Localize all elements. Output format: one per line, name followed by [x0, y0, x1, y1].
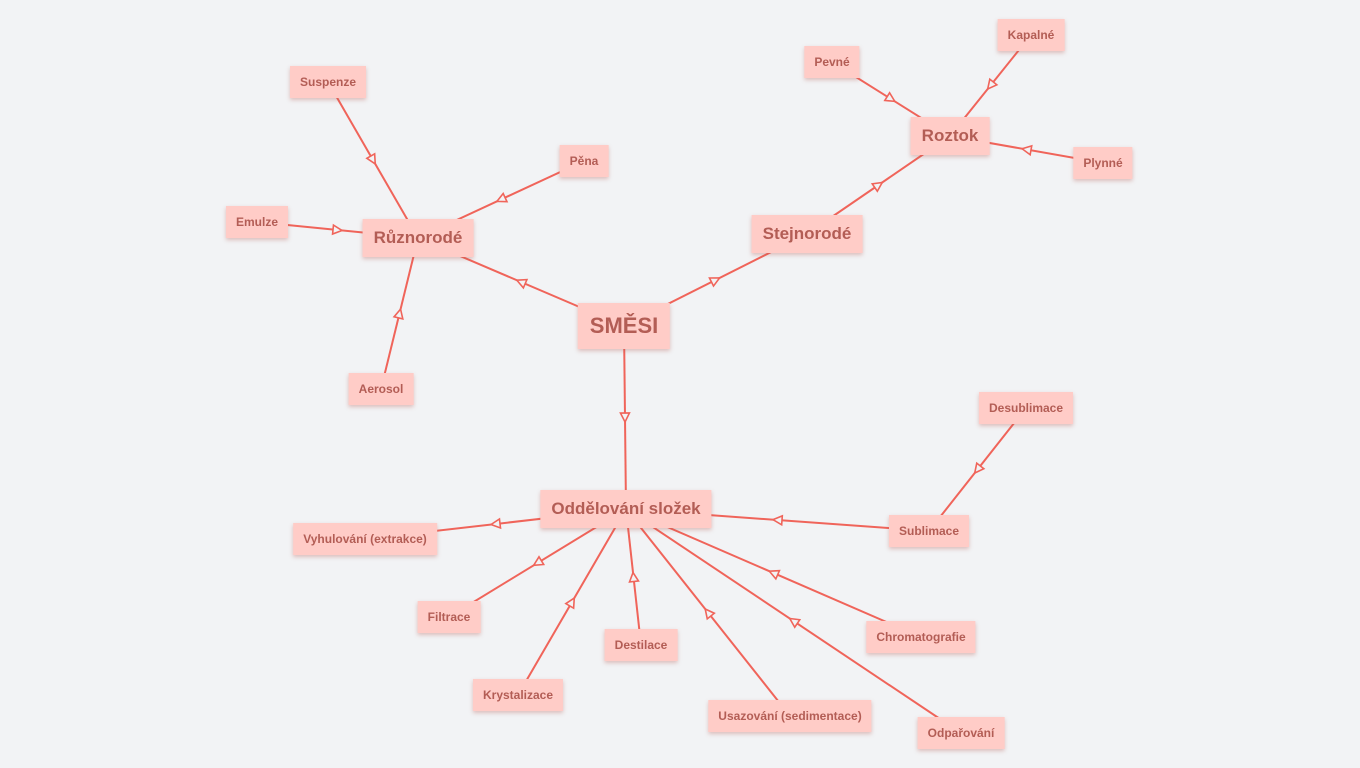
node-pena[interactable]: Pěna: [559, 145, 609, 177]
arrowhead-desublimace-sublimace: [973, 461, 986, 475]
node-pevne[interactable]: Pevné: [804, 46, 860, 78]
arrowhead-aerosol-ruznorode: [392, 307, 404, 321]
arrowhead-kapalne-roztok: [986, 77, 999, 91]
node-destilace[interactable]: Destilace: [604, 629, 678, 661]
node-aerosol[interactable]: Aerosol: [348, 373, 414, 405]
arrowhead-sublimace-oddelovani: [771, 514, 784, 527]
arrowhead-pena-ruznorode: [495, 192, 509, 203]
node-plynne[interactable]: Plynné: [1073, 147, 1133, 179]
arrowhead-smesi-oddelovani: [619, 412, 631, 424]
arrowhead-oddelovani-vyhulovani: [489, 517, 502, 530]
node-sublimace[interactable]: Sublimace: [888, 515, 970, 547]
arrowhead-pevne-roztok: [883, 91, 897, 103]
arrowhead-smesi-ruznorode: [515, 278, 529, 290]
node-roztok[interactable]: Roztok: [910, 117, 990, 155]
arrowhead-destilace-oddelovani: [628, 570, 640, 583]
node-krystalizace[interactable]: Krystalizace: [472, 679, 564, 711]
node-filtrace[interactable]: Filtrace: [417, 601, 481, 633]
arrowhead-plynne-roztok: [1020, 144, 1033, 157]
node-usazovani[interactable]: Usazování (sedimentace): [708, 700, 872, 732]
arrowhead-odparovani-oddelovani: [788, 617, 802, 629]
node-vyhulovani[interactable]: Vyhulování (extrakce): [293, 523, 437, 555]
arrowhead-krystalizace-oddelovani: [564, 596, 576, 610]
node-desublimace[interactable]: Desublimace: [978, 392, 1074, 424]
arrowhead-suspenze-ruznorode: [365, 152, 377, 166]
node-odparovani[interactable]: Odpařování: [917, 717, 1005, 749]
node-emulze[interactable]: Emulze: [225, 206, 289, 238]
arrowhead-stejnorode-roztok: [870, 181, 884, 193]
node-kapalne[interactable]: Kapalné: [997, 19, 1065, 51]
arrowhead-emulze-ruznorode: [331, 223, 344, 236]
arrowhead-usazovani-oddelovani: [704, 607, 716, 621]
node-oddelovani-slozek[interactable]: Oddělování složek: [540, 490, 712, 528]
node-chromatografie[interactable]: Chromatografie: [866, 621, 976, 653]
node-suspenze[interactable]: Suspenze: [289, 66, 367, 98]
node-stejnorode[interactable]: Stejnorodé: [751, 215, 863, 253]
arrowhead-oddelovani-filtrace: [532, 555, 546, 567]
node-ruznorode[interactable]: Různorodé: [362, 219, 474, 257]
arrowhead-smesi-stejnorode: [708, 277, 722, 288]
arrowhead-chromatografie-oddelovani: [767, 569, 781, 581]
node-smesi[interactable]: SMĚSI: [577, 303, 671, 349]
